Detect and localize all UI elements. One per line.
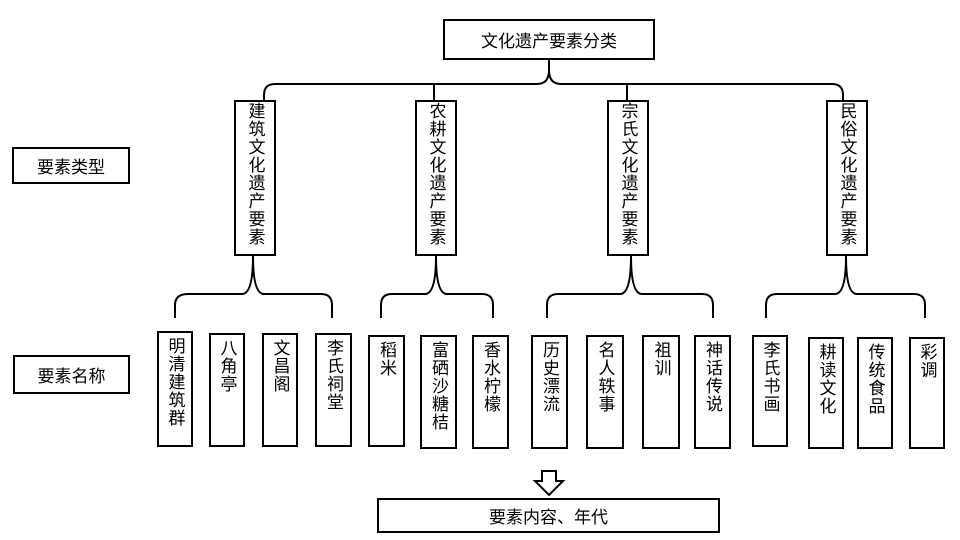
item-box: 传统食品: [857, 337, 893, 449]
title-box: 文化遗产要素分类: [443, 19, 655, 60]
row-label-type: 要素类型: [12, 147, 130, 184]
bracket-group-4: [765, 255, 926, 318]
title-text: 文化遗产要素分类: [481, 32, 617, 52]
category-box-clan: 宗氏文化遗产要素: [607, 100, 649, 256]
item-box: 富硒沙糖桔: [420, 335, 457, 449]
item-box: 香水柠檬: [472, 335, 509, 449]
bracket-group-1: [174, 255, 333, 318]
item-box: 李氏书画: [752, 335, 788, 447]
item-box: 名人轶事: [586, 335, 624, 449]
item-box: 稻米: [368, 335, 405, 447]
category-box-folk: 民俗文化遗产要素: [826, 100, 868, 256]
item-box: 彩调: [909, 337, 945, 449]
bottom-box: 要素内容、年代: [377, 498, 720, 533]
row-label-name: 要素名称: [13, 355, 130, 394]
item-box: 李氏祠堂: [315, 333, 352, 447]
item-box: 八角亭: [209, 333, 245, 447]
item-box: 文昌阁: [262, 333, 298, 447]
item-box: 历史漂流: [531, 335, 568, 449]
bracket-group-3: [546, 255, 714, 318]
bracket-group-2: [380, 255, 494, 318]
category-box-farming: 农耕文化遗产要素: [415, 100, 457, 256]
item-box: 耕读文化: [808, 337, 844, 449]
item-box: 祖训: [642, 335, 680, 449]
down-arrow-icon: [532, 470, 566, 497]
item-box: 神话传说: [694, 335, 731, 449]
top-bracket: [263, 69, 844, 96]
category-box-architecture: 建筑文化遗产要素: [234, 100, 276, 256]
item-box: 明清建筑群: [157, 331, 193, 447]
